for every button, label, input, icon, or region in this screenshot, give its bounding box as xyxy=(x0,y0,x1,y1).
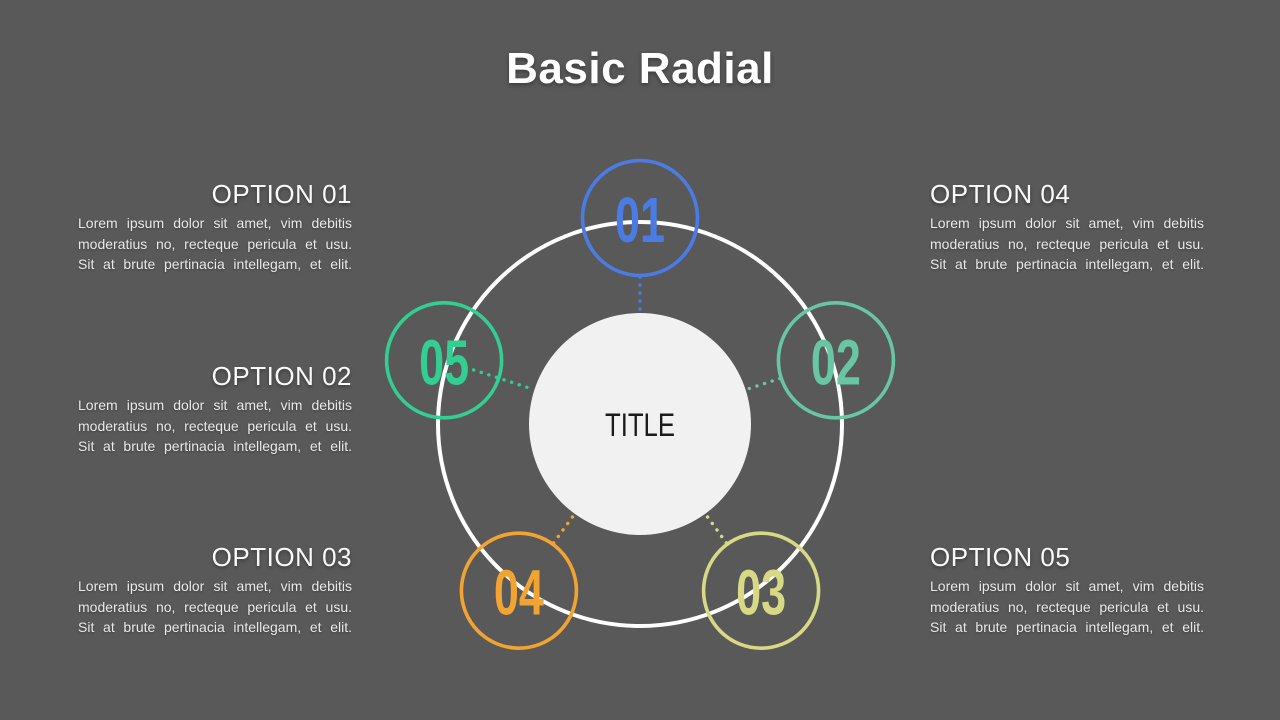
option-heading: OPTION 04 xyxy=(930,179,1071,209)
option-block-02: OPTION 02 Lorem ipsum dolor sit amet, vim… xyxy=(78,360,352,457)
option-block-03: OPTION 03 Lorem ipsum dolor sit amet, vim… xyxy=(78,541,352,638)
option-body-line: moderatius no, recteque pericula et usu. xyxy=(930,235,1204,252)
option-body-line: Sit at brute pertinacia intellegam, et e… xyxy=(930,619,1204,635)
option-02-number: 02 xyxy=(811,326,861,398)
option-body-line: moderatius no, recteque pericula et usu. xyxy=(78,598,352,615)
option-body: Lorem ipsum dolor sit amet, vim debitis m… xyxy=(78,213,352,275)
option-block-01: OPTION 01 Lorem ipsum dolor sit amet, vim… xyxy=(78,178,352,275)
option-body-line: Sit at brute pertinacia intellegam, et e… xyxy=(930,256,1204,272)
option-04-connector xyxy=(551,514,575,545)
option-02-connector xyxy=(746,376,782,391)
option-05-number: 05 xyxy=(419,326,469,398)
option-body-line: Sit at brute pertinacia intellegam, et e… xyxy=(78,256,352,272)
option-body-line: Lorem ipsum dolor sit amet, vim debitis xyxy=(78,578,352,594)
center-title-label: TITLE xyxy=(605,407,675,443)
option-body-line: Lorem ipsum dolor sit amet, vim debitis xyxy=(930,215,1204,231)
option-body: Lorem ipsum dolor sit amet, vim debitis m… xyxy=(930,213,1204,275)
option-heading: OPTION 05 xyxy=(930,542,1071,572)
option-05-circle xyxy=(384,301,504,420)
option-02-circle xyxy=(776,301,896,420)
option-01-number: 01 xyxy=(615,184,665,256)
option-body-line: Sit at brute pertinacia intellegam, et e… xyxy=(78,438,352,454)
option-body-line: Lorem ipsum dolor sit amet, vim debitis xyxy=(78,215,352,231)
option-block-05: OPTION 05 Lorem ipsum dolor sit amet, vim… xyxy=(930,541,1204,638)
option-body-line: Sit at brute pertinacia intellegam, et e… xyxy=(78,619,352,635)
option-body: Lorem ipsum dolor sit amet, vim debitis m… xyxy=(78,395,352,457)
option-block-04: OPTION 04 Lorem ipsum dolor sit amet, vim… xyxy=(930,178,1204,275)
option-heading: OPTION 03 xyxy=(211,542,352,572)
option-04-number: 04 xyxy=(494,557,544,629)
option-04-circle xyxy=(459,531,579,650)
option-heading: OPTION 01 xyxy=(211,179,352,209)
option-03-number: 03 xyxy=(736,557,786,629)
option-03-connector xyxy=(705,514,729,545)
main-ring xyxy=(436,220,844,628)
center-circle xyxy=(529,313,751,535)
option-body-line: Lorem ipsum dolor sit amet, vim debitis xyxy=(930,578,1204,594)
option-body-line: moderatius no, recteque pericula et usu. xyxy=(78,235,352,252)
option-body: Lorem ipsum dolor sit amet, vim debitis m… xyxy=(930,576,1204,638)
option-body-line: moderatius no, recteque pericula et usu. xyxy=(78,417,352,434)
option-body: Lorem ipsum dolor sit amet, vim debitis m… xyxy=(78,576,352,638)
option-01-circle xyxy=(580,158,700,278)
option-03-circle xyxy=(701,531,821,650)
slide-title: Basic Radial xyxy=(506,44,774,93)
option-heading: OPTION 02 xyxy=(211,361,352,391)
option-body-line: moderatius no, recteque pericula et usu. xyxy=(930,598,1204,615)
option-05-connector xyxy=(464,365,534,391)
option-body-line: Lorem ipsum dolor sit amet, vim debitis xyxy=(78,397,352,413)
